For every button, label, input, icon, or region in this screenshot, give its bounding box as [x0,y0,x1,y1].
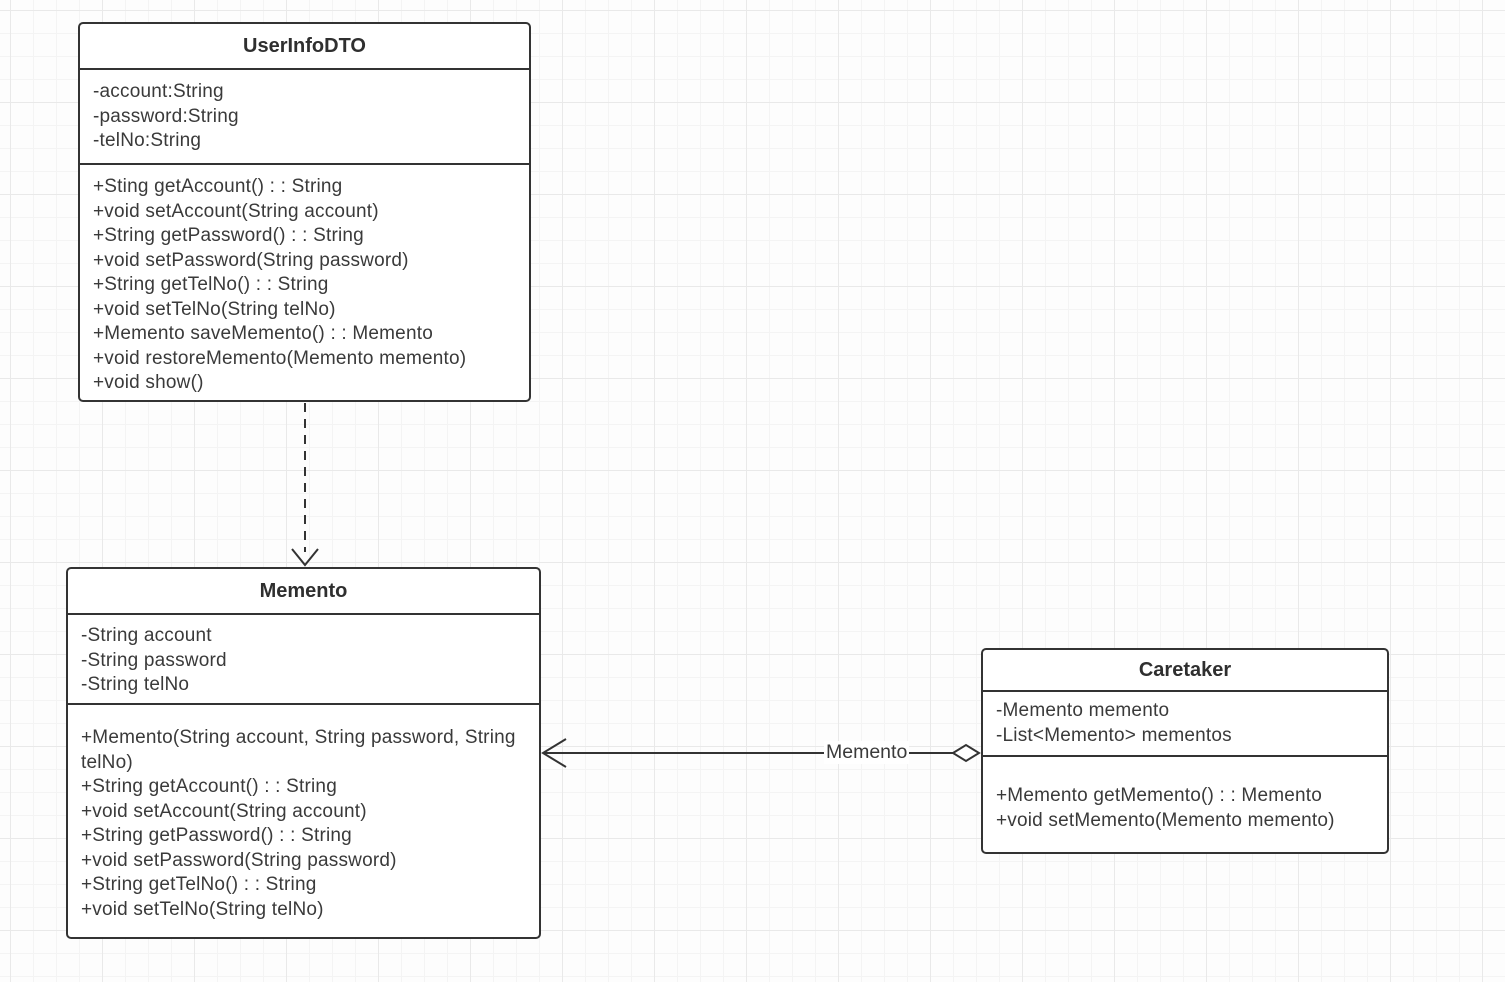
method-line: +String getTelNo() : : String [93,274,329,295]
method-line: +void setTelNo(String telNo) [93,298,336,320]
attribute-line: -List<Memento> mementos [996,724,1232,746]
edge-label-memento[interactable]: Memento [824,741,910,764]
attributes-section: -account:String -password:String -telNo:… [80,70,529,165]
attributes-section: -Memento memento -List<Memento> mementos [983,692,1387,757]
attributes-section: -String account -String password -String… [68,615,539,705]
class-userinfodto[interactable]: UserInfoDTO -account:String -password:St… [78,22,531,402]
method-line: +String getTelNo() : : String [81,874,317,895]
methods-section: +Sting getAccount() : : String +void set… [80,165,529,396]
attribute-line: -String password [81,649,227,671]
method-line: +void setAccount(String account) [93,200,379,222]
method-line: +String getPassword() : : String [93,225,364,246]
method-line: +void setTelNo(String telNo) [81,898,324,920]
method-line: +void restoreMemento(Memento memento) [93,347,467,369]
class-title: Caretaker [983,650,1387,692]
dependency-arrow-userinfodto-to-memento[interactable] [291,403,319,567]
methods-section: +Memento getMemento() : : Memento +void … [983,757,1387,833]
class-title: Memento [68,569,539,615]
method-line: +void setPassword(String password) [93,249,409,271]
method-line: +void show() [93,372,204,393]
attribute-line: -String telNo [81,674,190,695]
attribute-line: -Memento memento [996,700,1170,721]
method-line: +Sting getAccount() : : String [93,176,343,197]
aggregation-link-caretaker-to-memento[interactable] [541,738,981,768]
method-line: +Memento(String account, String password… [81,727,516,773]
method-line: +void setPassword(String password) [81,849,397,871]
class-title: UserInfoDTO [80,24,529,70]
method-line: +String getAccount() : : String [81,776,337,797]
class-memento[interactable]: Memento -String account -String password… [66,567,541,939]
class-caretaker[interactable]: Caretaker -Memento memento -List<Memento… [981,648,1389,854]
method-line: +Memento saveMemento() : : Memento [93,323,433,344]
attribute-line: -account:String [93,81,224,102]
method-line: +void setMemento(Memento memento) [996,809,1335,831]
attribute-line: -String account [81,625,212,646]
methods-section: +Memento(String account, String password… [68,705,539,922]
method-line: +Memento getMemento() : : Memento [996,785,1323,806]
attribute-line: -telNo:String [93,130,202,151]
method-line: +void setAccount(String account) [81,800,367,822]
attribute-line: -password:String [93,105,239,127]
method-line: +String getPassword() : : String [81,825,352,846]
